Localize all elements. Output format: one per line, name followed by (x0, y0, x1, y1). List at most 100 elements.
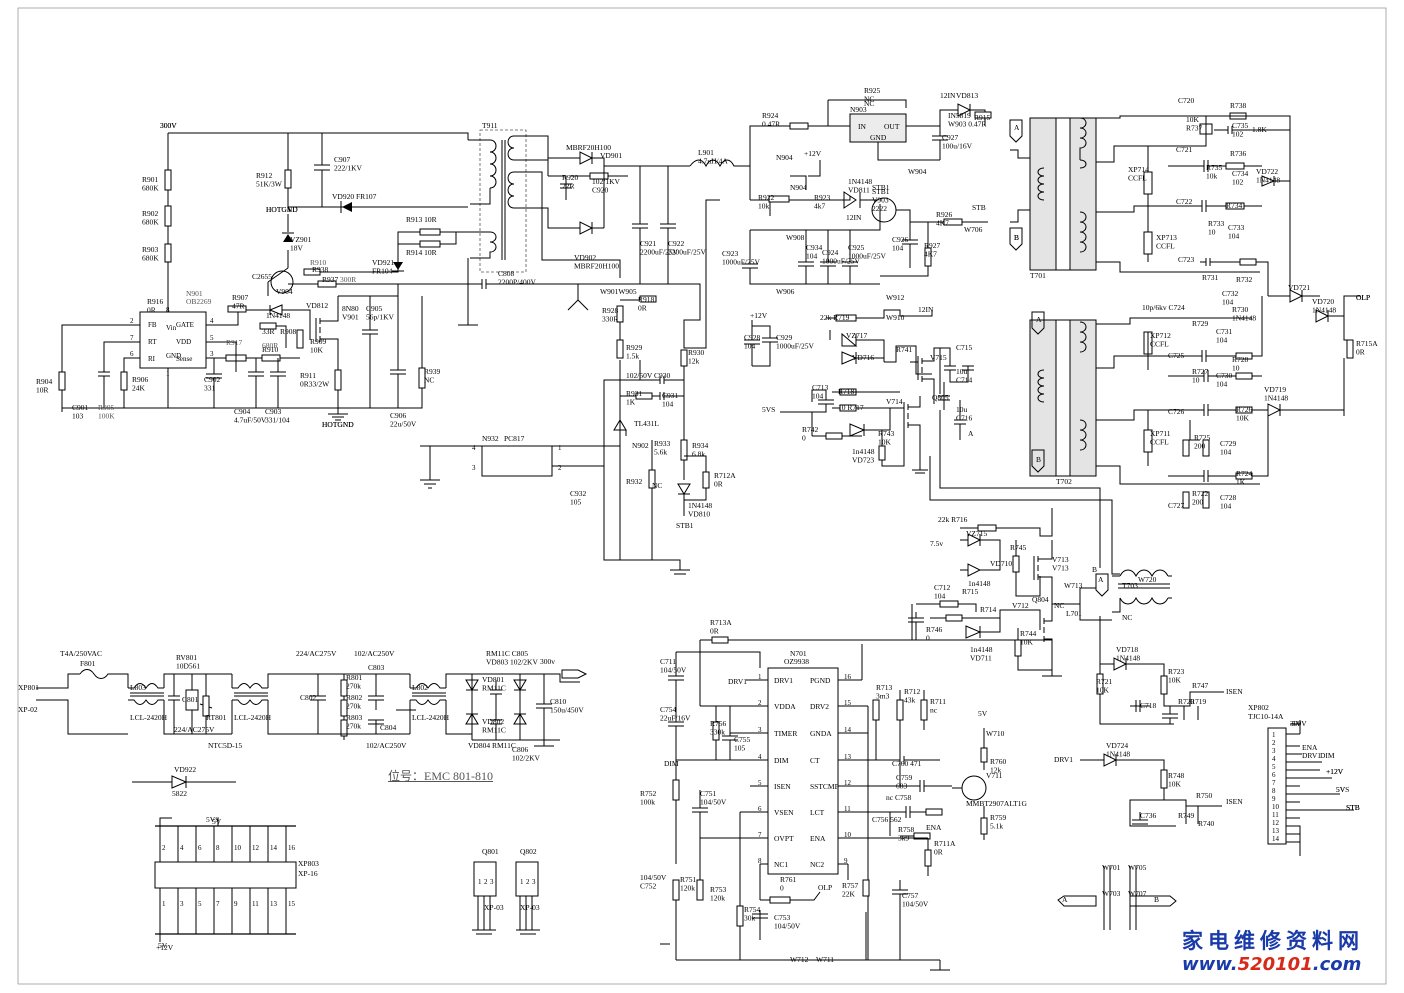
xp802-pin-number: 2 (1272, 739, 1276, 747)
label-vd901: VD901 (600, 151, 622, 160)
q802-pin-number: 3 (532, 878, 536, 886)
label-r749: R749 (1178, 811, 1195, 820)
label-w901: W901W905 (600, 287, 637, 296)
rail-label-5v: 5V (978, 709, 988, 718)
label-102ac2: 102/AC250V (366, 741, 407, 750)
label-r736: R736 (1230, 149, 1247, 158)
label-lcl1: LCL-2420H (130, 713, 168, 722)
interface-pin-b: B (1014, 233, 1019, 242)
n701-pin-number: 10 (844, 831, 852, 839)
label-r734: R734 (1226, 201, 1243, 210)
label-v711: V711 (986, 771, 1003, 780)
n901-pin-number: 5 (210, 334, 214, 342)
xp802-pin-number: 8 (1272, 787, 1276, 795)
label-t701: T701 (1030, 271, 1046, 280)
label-r717: 10 R717 (838, 403, 864, 412)
label-c723: C723 (1178, 255, 1195, 264)
rail-label-hotgnd: HOTGND (266, 205, 298, 214)
n701-pin-number: 4 (758, 753, 762, 761)
xp802-signal-dim: DIM (1320, 751, 1335, 760)
n701-pin-number: 5 (758, 779, 762, 787)
xp802-ref: XP802 (1248, 703, 1269, 712)
n701-pin-gnda: GNDA (810, 729, 832, 738)
label-r932: R932 (626, 477, 643, 486)
xp803-pin-number: 1 (162, 900, 166, 908)
n701-pin-number: 13 (844, 753, 852, 761)
label-w701: W701 (1102, 863, 1121, 872)
label-c715: C715 (956, 343, 973, 352)
label-r718: R718 (838, 387, 855, 396)
label-w910: W910 (886, 313, 905, 322)
interface-pin-b: B (1154, 895, 1159, 904)
interface-pin-b: B (1092, 565, 1097, 574)
n932-ref: N932 (482, 434, 499, 443)
transformer-t911 (458, 129, 579, 326)
q801-pin-number: 3 (490, 878, 494, 886)
rail-label-12in: 12IN (940, 91, 956, 100)
n903-ref: N903 (850, 105, 867, 114)
label-vd920: VD920 FR107 (332, 192, 377, 201)
xp802-signal-5vs: 5VS (1336, 785, 1349, 794)
xp802-signal-ena: ENA (1302, 743, 1318, 752)
label-c721: C721 (1176, 145, 1193, 154)
label-nc932: NC (652, 481, 662, 490)
label-c802: C802 (300, 693, 317, 702)
xp803-pin-number: 9 (234, 900, 238, 908)
label-vz715: VZ715 (966, 529, 987, 538)
rail-label-5v: 5V (1336, 785, 1346, 794)
label-w908: W908 (786, 233, 805, 242)
n701-pin-sstcmp: SSTCMP (810, 782, 839, 791)
label-r33: 33R (262, 327, 275, 336)
xp802-pin-number: 12 (1272, 819, 1280, 827)
n701-pin-number: 14 (844, 726, 852, 734)
n932-part: PC817 (504, 434, 525, 443)
rail-label-isen: ISEN (1226, 797, 1243, 806)
n901-pin-vdd: VDD (176, 338, 191, 346)
xp802-pin-number: 7 (1272, 779, 1276, 787)
label-224ac1: 224/AC275V (174, 725, 215, 734)
label-tl431: TL431L (634, 419, 659, 428)
rail-label-dim: DIM (664, 759, 679, 768)
inverter-drive-section (744, 309, 1120, 575)
rail-label-hotgnd: HOTGND (322, 420, 354, 429)
interface-pin-b: B (1036, 455, 1041, 464)
label-r300: 300R (340, 275, 356, 284)
n901-pin-number: 8 (166, 306, 170, 314)
xp803-5v: 5V (212, 817, 222, 826)
label-r745: R745 (1010, 543, 1027, 552)
n701-pin-number: 8 (758, 857, 762, 865)
n901-pin-sense: Sense (176, 355, 192, 363)
q802-part: XP-03 (520, 903, 540, 912)
ic-n901-body (139, 311, 207, 369)
xp802-signal-12v: +12V (1326, 767, 1344, 776)
xp802-pin-number: 14 (1272, 835, 1280, 843)
label-r915: R915 (974, 113, 991, 122)
